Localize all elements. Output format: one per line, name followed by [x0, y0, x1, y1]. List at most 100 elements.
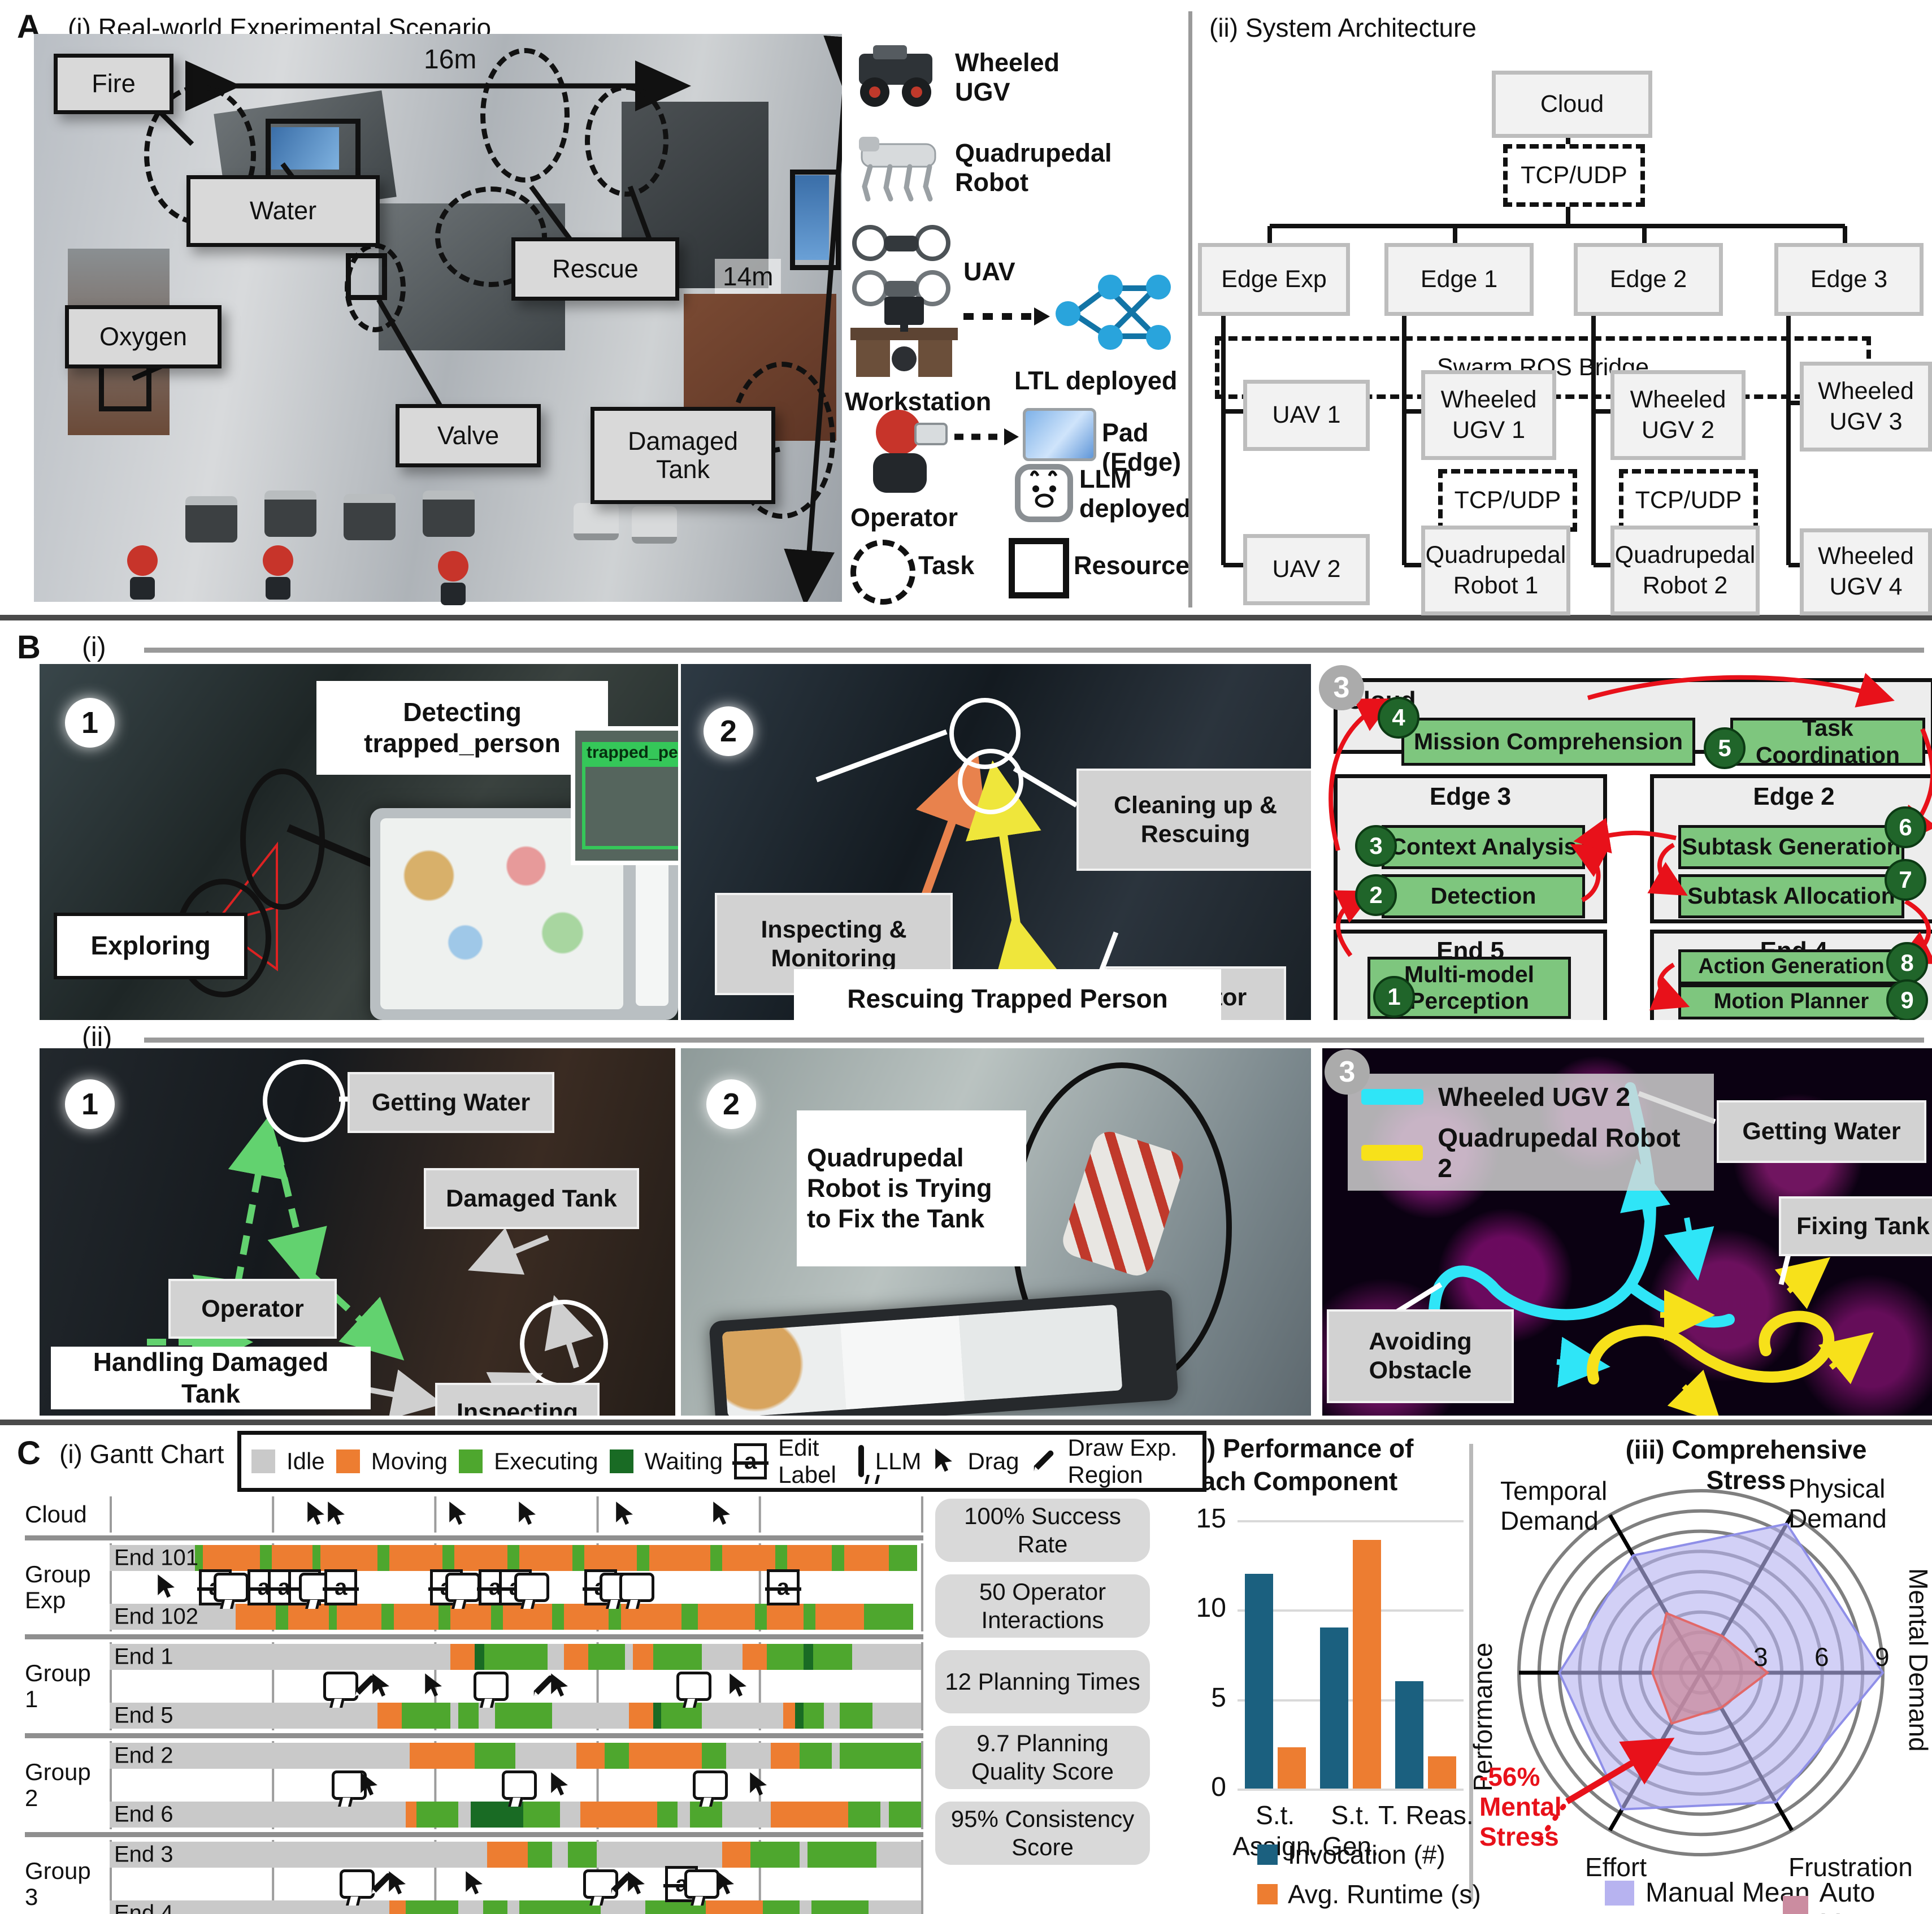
legend-resource-label: Resource: [1074, 551, 1190, 580]
gantt-segment-executing: [312, 1545, 321, 1571]
gantt-segment-executing: [754, 1604, 767, 1630]
module-number: 9: [1886, 979, 1928, 1020]
panel-b-sub-ii: (ii): [82, 1022, 112, 1052]
gantt-segment-executing: [194, 1545, 203, 1571]
gantt-segment-idle: [458, 1802, 471, 1828]
bii-photo-2: 2 Quadrupedal Robot is Trying to Fix the…: [681, 1048, 1311, 1416]
uav-icon: [852, 225, 950, 306]
legend-uav-label: UAV: [963, 257, 1015, 286]
gantt-segment-executing: [377, 1545, 390, 1571]
gantt-segment-executing: [552, 1604, 565, 1630]
workstation-icon: [850, 297, 958, 377]
llm-bubble-icon: [339, 1869, 375, 1899]
photo-number-badge: 2: [704, 706, 753, 756]
bar-invocation-: [1395, 1681, 1424, 1789]
gantt-segment-idle: [823, 1703, 840, 1729]
bar-gridline: [1238, 1520, 1464, 1522]
arch-tcp-udp-2: TCP/UDP: [1438, 469, 1577, 532]
legend-ltl-label: LTL deployed: [1014, 366, 1178, 395]
legend-draw: Draw Exp. Region: [1067, 1434, 1178, 1488]
gantt-group: Cloud: [25, 1496, 923, 1533]
gantt-segment-executing: [483, 1900, 507, 1914]
drag-cursor-icon: [386, 1870, 410, 1898]
waiting-swatch: [609, 1449, 633, 1473]
label-exploring: Exploring: [54, 913, 248, 979]
drag-cursor-icon: [625, 1870, 649, 1898]
gantt-segment-moving: [519, 1545, 572, 1571]
gantt-segment-idle: [110, 1900, 390, 1914]
arch-wheeled-ugv-3: Wheeled UGV 3: [1800, 362, 1932, 452]
gantt-segment-idle: [110, 1743, 410, 1769]
scene-robot: [344, 494, 396, 540]
bar-category-label: T. Reas.: [1378, 1800, 1474, 1830]
gantt-segment-moving: [450, 1644, 475, 1670]
radar-legend-manual: Manual Mean: [1605, 1877, 1810, 1908]
llm-deployed-icon: [1015, 464, 1073, 522]
label-valve: Valve: [396, 404, 541, 467]
gantt-group-label: Group Exp: [25, 1560, 91, 1613]
gantt-row-label: End 102: [114, 1604, 199, 1629]
gantt-segment-idle: [872, 1703, 921, 1729]
gantt-segment-moving: [787, 1545, 832, 1571]
diagram-number-badge: 3: [1319, 665, 1364, 710]
ltl-graph-icon: [1056, 275, 1171, 350]
drag-cursor-icon: [422, 1672, 446, 1700]
gantt-segment-executing: [401, 1703, 451, 1729]
d3-edge3-title: Edge 3: [1429, 783, 1512, 810]
drag-cursor-icon: [325, 1500, 349, 1529]
label-oxygen: Oxygen: [65, 305, 222, 368]
gantt-segment-moving: [576, 1743, 605, 1769]
gantt-separator: [25, 1535, 923, 1540]
bar-avg-runtime-s-: [1353, 1539, 1381, 1789]
label-rescue: Rescue: [511, 237, 679, 301]
task-circle-hole: [435, 186, 547, 287]
legend-workstation-label: Workstation: [845, 387, 992, 416]
arch-edge-2: Edge 2: [1574, 243, 1723, 316]
module-number: 1: [1373, 976, 1415, 1018]
module-number: 7: [1885, 859, 1926, 901]
draw-pen-icon: [531, 1673, 557, 1699]
separator-a-b: [0, 615, 1932, 620]
drag-cursor-icon: [710, 1500, 734, 1529]
drag-cursor-icon: [932, 1447, 956, 1475]
draw-pen-icon: [1031, 1448, 1057, 1474]
bar-gridline: [1238, 1609, 1464, 1612]
map-legend-ugv2: Wheeled UGV 2: [1438, 1082, 1630, 1112]
gantt-segment-executing: [484, 1644, 548, 1670]
gantt-segment-executing: [803, 1604, 816, 1630]
gantt-segment-executing: [799, 1743, 832, 1769]
panel-c-letter: C: [17, 1435, 41, 1472]
drag-cursor-icon: [155, 1573, 179, 1601]
gantt-segment-idle: [726, 1743, 771, 1769]
gantt-segment-idle: [552, 1703, 629, 1729]
module-number: 5: [1704, 727, 1746, 769]
stat-box: 95% Consistency Score: [935, 1802, 1150, 1865]
legend-edit: Edit Label: [778, 1434, 836, 1488]
gantt-icon-row: [110, 1770, 921, 1800]
gantt-segment-executing: [762, 1900, 800, 1914]
label-water: Water: [186, 175, 380, 247]
gantt-row-label: End 6: [114, 1802, 173, 1827]
moving-swatch: [336, 1449, 360, 1473]
module-number: 6: [1885, 806, 1926, 848]
gantt-segment-executing: [750, 1842, 800, 1868]
module-motion-planner: Motion Planner: [1678, 984, 1904, 1019]
legend-wheeled-ugv-label: Wheeled UGV: [955, 48, 1060, 106]
architecture-title: (ii) System Architecture: [1209, 13, 1477, 42]
draw-pen-icon: [368, 1871, 394, 1897]
llm-bubble-icon: [323, 1672, 359, 1701]
gantt-segment-executing: [381, 1604, 394, 1630]
executing-swatch: [459, 1449, 483, 1473]
gantt-row-label: End 1: [114, 1644, 173, 1669]
llm-bubble-icon: [692, 1770, 728, 1800]
drag-cursor-icon: [548, 1672, 572, 1700]
rule-b-i: [144, 648, 1924, 653]
gantt-track-end-101: End 101: [110, 1545, 921, 1571]
draw-pen-icon: [608, 1871, 634, 1897]
arch-wheeled-ugv-2: Wheeled UGV 2: [1610, 370, 1746, 460]
panel-b-sub-i: (i): [82, 632, 106, 662]
gantt-segment-idle: [799, 1900, 812, 1914]
arch-wheeled-ugv-4: Wheeled UGV 4: [1800, 528, 1932, 615]
